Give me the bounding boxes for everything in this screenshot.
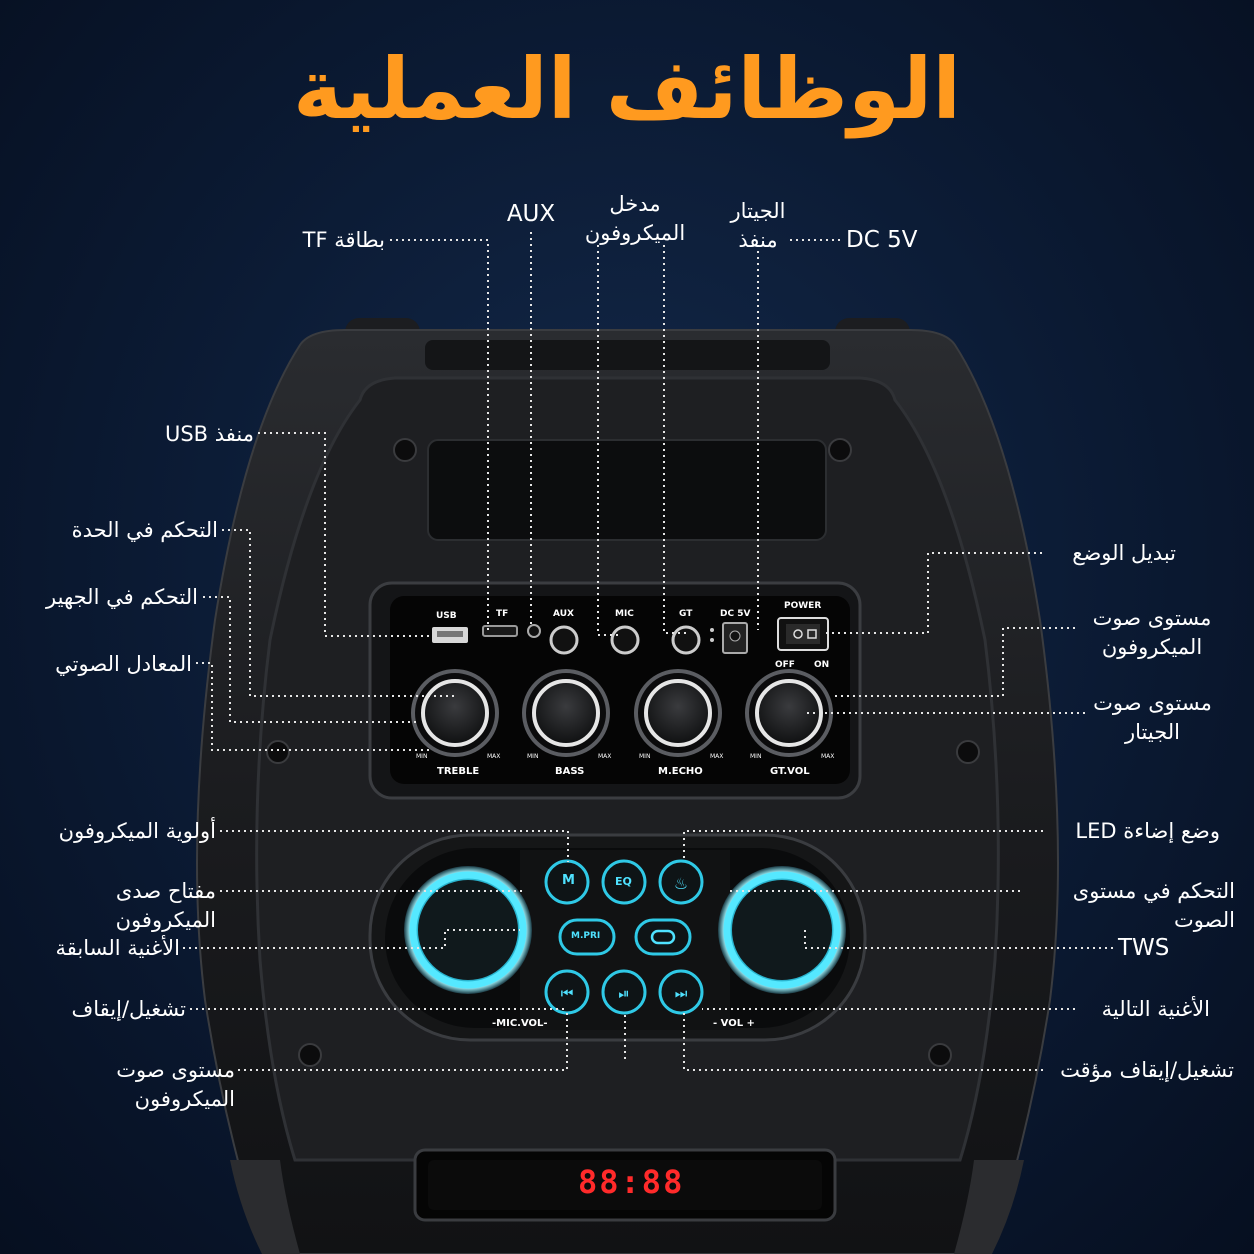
previous-icon: ⏮ <box>561 986 574 1002</box>
label-next-song: الأغنية التالية <box>1101 997 1210 1021</box>
left-light-ring <box>404 866 532 994</box>
screw <box>956 740 980 764</box>
right-light-ring <box>718 866 846 994</box>
knob-label-mecho: M.ECHO <box>658 766 703 777</box>
eq-button[interactable] <box>601 859 647 905</box>
label-tf-card: بطاقة TF <box>302 228 385 252</box>
knob-treble[interactable] <box>411 669 499 757</box>
svg-text:♨: ♨ <box>674 874 688 893</box>
port-label-mic: MIC <box>615 609 634 619</box>
screw <box>298 1043 322 1067</box>
label-led-mode: وضع إضاءة LED <box>1075 819 1220 843</box>
page-title: الوظائف العملية <box>292 40 962 138</box>
knob-bass[interactable] <box>522 669 610 757</box>
next-button[interactable]: ⏭ <box>658 969 704 1015</box>
label-play-stop: تشغيل/إيقاف <box>71 997 187 1021</box>
led-display: 88:88 <box>578 1163 685 1201</box>
label-mic-echo-key: مفتاح صدى الميكروفون <box>115 879 216 932</box>
port-label-aux: AUX <box>553 609 574 619</box>
knob-label-gtvol: GT.VOL <box>770 766 810 777</box>
screw <box>266 740 290 764</box>
screw <box>928 1043 952 1067</box>
label-dc: DC 5V <box>846 227 918 253</box>
port-label-dc: DC 5V <box>720 609 751 619</box>
aux-jack[interactable] <box>527 624 541 638</box>
eq-button-label: EQ <box>615 875 632 888</box>
port-label-gt: GT <box>679 609 693 619</box>
knob-min-1: MIN <box>416 753 428 760</box>
next-icon: ⏭ <box>675 986 688 1002</box>
tf-slot[interactable] <box>482 625 518 637</box>
knob-mecho[interactable] <box>634 669 722 757</box>
label-mic-input: مدخل الميكروفون <box>584 192 686 245</box>
gt-jack[interactable] <box>671 625 701 655</box>
label-usb-port: منفذ USB <box>164 422 254 446</box>
label-prev-song: الأغنية السابقة <box>55 936 181 960</box>
on-label: ON <box>814 660 830 670</box>
port-label-tf: TF <box>496 609 509 619</box>
label-mic-vol-bottom: مستوى صوت الميكروفون <box>116 1058 235 1111</box>
knob-label-bass: BASS <box>555 766 585 777</box>
mpri-button[interactable] <box>558 918 616 956</box>
aux-jack-large[interactable] <box>549 625 579 655</box>
off-label: OFF <box>775 660 795 670</box>
tws-button[interactable] <box>634 918 692 956</box>
knob-max-1: MAX <box>487 753 501 760</box>
grille-left <box>230 1160 300 1254</box>
top-recess <box>425 340 830 370</box>
label-volume-control: التحكم في مستوى الصوت <box>1072 879 1235 932</box>
play-pause-button[interactable]: ⏯ <box>601 969 647 1015</box>
label-aux: AUX <box>506 201 556 227</box>
label-guitar-port: الجيتار منفذ <box>730 199 786 252</box>
knob-max-3: MAX <box>710 753 724 760</box>
led-mode-button[interactable]: ♨ <box>658 859 704 905</box>
handle-slot <box>427 439 827 541</box>
knob-label-treble: TREBLE <box>437 766 480 777</box>
mic-jack[interactable] <box>610 625 640 655</box>
knob-min-2: MIN <box>527 753 539 760</box>
leader-lines <box>183 232 1113 1071</box>
power-label: POWER <box>784 601 822 611</box>
screw <box>828 438 852 462</box>
vol-label: - VOL + <box>713 1018 755 1029</box>
label-mic-priority: أولوية الميكروفون <box>58 819 216 843</box>
knob-max-2: MAX <box>598 753 612 760</box>
label-eq: المعادل الصوتي <box>55 652 192 676</box>
knob-min-3: MIN <box>639 753 651 760</box>
port-label-usb: USB <box>436 611 457 621</box>
label-play-pause: تشغيل/إيقاف مؤقت <box>1060 1058 1234 1082</box>
label-treble: التحكم في الحدة <box>71 518 218 542</box>
label-mic-level: مستوى صوت الميكروفون <box>1092 606 1212 659</box>
knob-gtvol[interactable] <box>745 669 833 757</box>
grille-right <box>954 1160 1024 1254</box>
mpri-button-label: M.PRI <box>571 931 601 941</box>
m-button-label: M <box>562 873 575 888</box>
knob-min-4: MIN <box>750 753 762 760</box>
play-pause-icon: ⏯ <box>618 986 629 1002</box>
label-bass: التحكم في الجهير <box>46 585 198 609</box>
prev-button[interactable]: ⏮ <box>544 969 590 1015</box>
mic-vol-label: -MIC.VOL- <box>492 1018 548 1029</box>
label-guitar-level: مستوى صوت الجيتار <box>1093 691 1212 744</box>
screw <box>393 438 417 462</box>
label-mode-switch: تبديل الوضع <box>1072 541 1176 565</box>
knob-max-4: MAX <box>821 753 835 760</box>
label-tws: TWS <box>1118 935 1170 961</box>
